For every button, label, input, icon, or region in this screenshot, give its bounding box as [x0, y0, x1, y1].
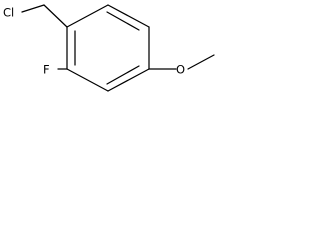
atom-label-chlorine: Cl: [3, 6, 14, 20]
atom-label-oxygen: O: [176, 63, 185, 77]
ring-double-bond-bottom: [106, 65, 140, 85]
ring-double-bond-top: [106, 11, 140, 31]
chemical-structure: Cl F O: [3, 4, 215, 92]
ring-bond-2: [107, 4, 150, 28]
atom-label-fluorine: F: [43, 63, 50, 77]
ring-bond-5: [66, 68, 109, 92]
bond-ch2-ring: [43, 4, 68, 28]
bond-cl-ch2: [21, 4, 45, 13]
ring-bond-1: [66, 4, 109, 28]
ring-bond-4: [107, 68, 150, 92]
bond-oxygen-methyl: [187, 54, 215, 70]
